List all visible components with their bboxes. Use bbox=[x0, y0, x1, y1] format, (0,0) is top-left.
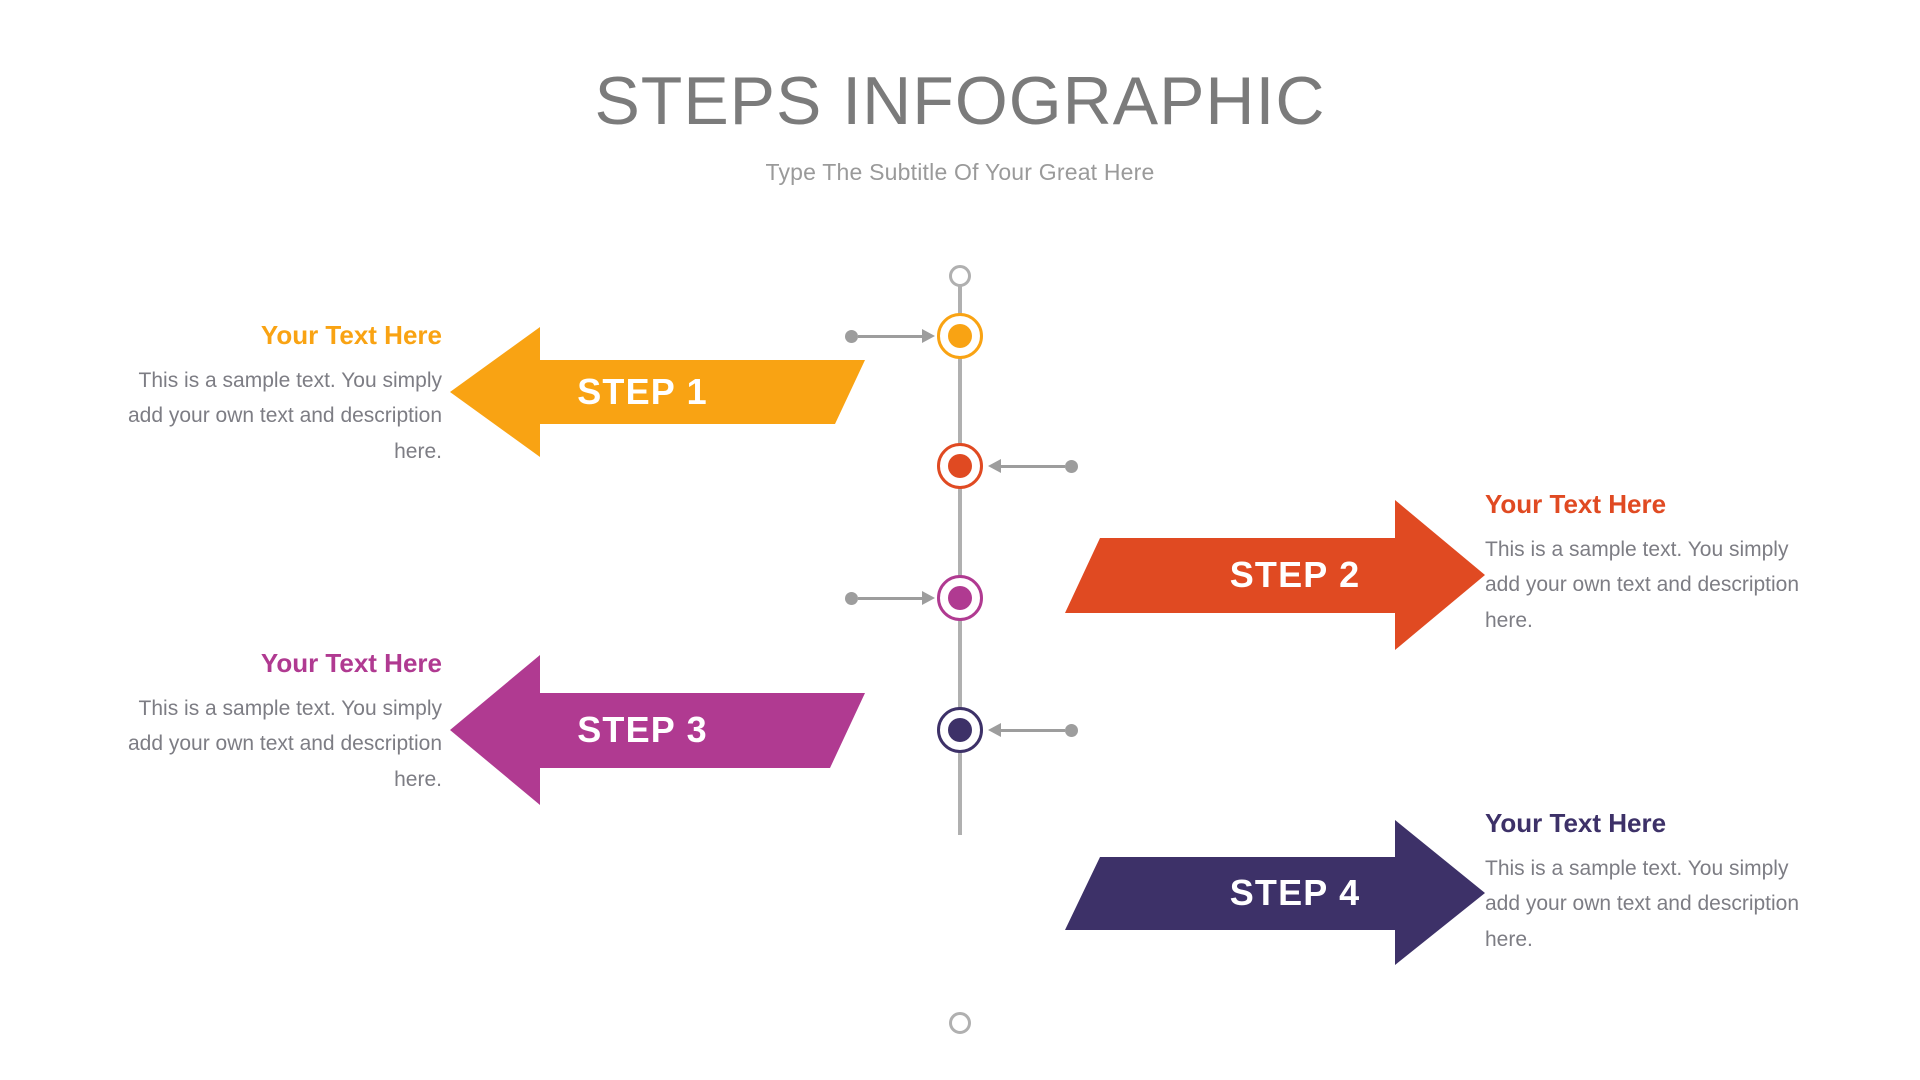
timeline-node-step-1[interactable] bbox=[937, 313, 983, 359]
text-block-step-4: Your Text Here This is a sample text. Yo… bbox=[1485, 808, 1815, 957]
timeline-cap-top-icon bbox=[949, 265, 971, 287]
connector-arrowhead-icon bbox=[922, 591, 935, 605]
arrow-shape-step-4 bbox=[1065, 820, 1485, 965]
connector-line bbox=[858, 597, 923, 600]
connector-knob-icon bbox=[845, 592, 858, 605]
text-heading-step-4: Your Text Here bbox=[1485, 808, 1667, 838]
arrow-shape-step-2 bbox=[1065, 500, 1485, 650]
timeline-cap-bottom-icon bbox=[949, 1012, 971, 1034]
timeline-node-step-2[interactable] bbox=[937, 443, 983, 489]
arrow-shape-step-1 bbox=[450, 327, 865, 457]
text-heading-step-2: Your Text Here bbox=[1485, 489, 1667, 519]
arrow-step-3[interactable]: STEP 3 bbox=[450, 655, 865, 805]
connector-knob-icon bbox=[1065, 460, 1078, 473]
node-dot-step-2 bbox=[948, 454, 972, 478]
connector-step-3 bbox=[845, 588, 935, 608]
arrow-shape-step-3 bbox=[450, 655, 865, 805]
node-dot-step-1 bbox=[948, 324, 972, 348]
connector-arrowhead-icon bbox=[988, 459, 1001, 473]
timeline-node-step-4[interactable] bbox=[937, 707, 983, 753]
text-heading-step-3: Your Text Here bbox=[260, 648, 442, 678]
connector-arrowhead-icon bbox=[922, 329, 935, 343]
text-block-step-3: Your Text Here This is a sample text. Yo… bbox=[112, 648, 442, 797]
connector-step-2 bbox=[988, 456, 1078, 476]
node-dot-step-4 bbox=[948, 718, 972, 742]
connector-knob-icon bbox=[1065, 724, 1078, 737]
arrow-step-4[interactable]: STEP 4 bbox=[1065, 820, 1485, 965]
header: STEPS INFOGRAPHIC Type The Subtitle Of Y… bbox=[0, 63, 1920, 186]
text-body-step-2: This is a sample text. You simply add yo… bbox=[1485, 538, 1800, 632]
text-body-step-1: This is a sample text. You simply add yo… bbox=[127, 369, 442, 463]
text-block-step-1: Your Text Here This is a sample text. Yo… bbox=[112, 320, 442, 469]
text-heading-step-1: Your Text Here bbox=[260, 320, 442, 350]
page-subtitle: Type The Subtitle Of Your Great Here bbox=[765, 159, 1155, 186]
page-title: STEPS INFOGRAPHIC bbox=[594, 63, 1326, 139]
arrow-step-1[interactable]: STEP 1 bbox=[450, 327, 865, 457]
text-body-step-3: This is a sample text. You simply add yo… bbox=[127, 697, 442, 791]
connector-arrowhead-icon bbox=[988, 723, 1001, 737]
node-dot-step-3 bbox=[948, 586, 972, 610]
timeline-node-step-3[interactable] bbox=[937, 575, 983, 621]
connector-knob-icon bbox=[845, 330, 858, 343]
connector-line bbox=[858, 335, 923, 338]
connector-step-1 bbox=[845, 326, 935, 346]
connector-line bbox=[1000, 729, 1065, 732]
text-block-step-2: Your Text Here This is a sample text. Yo… bbox=[1485, 489, 1815, 638]
arrow-step-2[interactable]: STEP 2 bbox=[1065, 500, 1485, 650]
timeline-spine bbox=[958, 275, 962, 835]
text-body-step-4: This is a sample text. You simply add yo… bbox=[1485, 857, 1800, 951]
connector-line bbox=[1000, 465, 1065, 468]
connector-step-4 bbox=[988, 720, 1078, 740]
